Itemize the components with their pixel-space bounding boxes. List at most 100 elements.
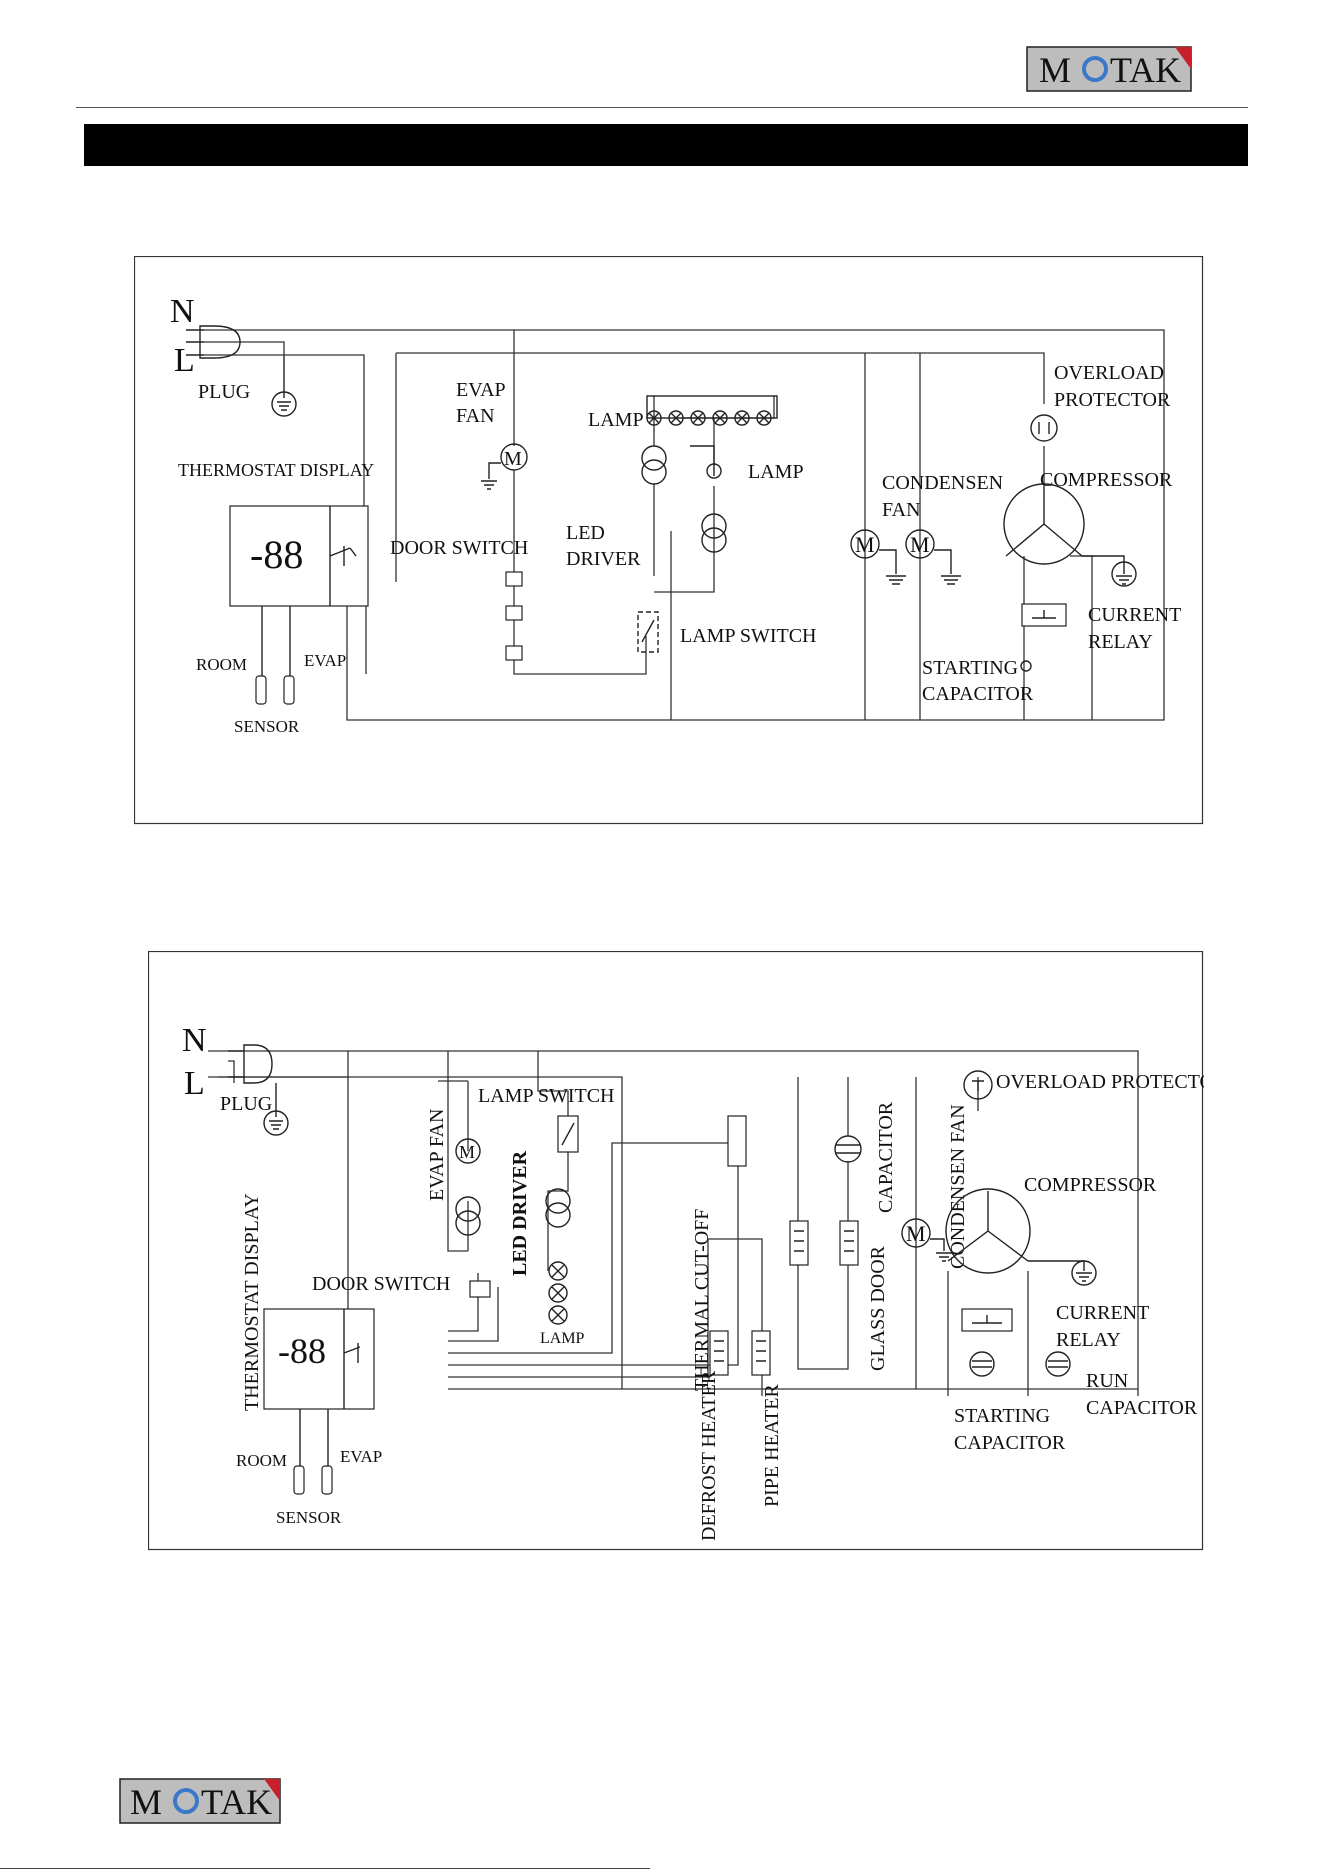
- header-rule: [76, 107, 1248, 108]
- pipe-heater-label: PIPE HEATER: [761, 1384, 783, 1507]
- diagram-2-heaters: [709, 1115, 859, 1376]
- door-switch-icon: [505, 571, 523, 587]
- diagram-2-evap-fan: [455, 1138, 481, 1236]
- overload-protector-icon-2: [963, 1070, 993, 1100]
- condensen-fan-label: FAN: [882, 499, 921, 521]
- lamp-icon-2: [548, 1261, 568, 1281]
- compressor-icon-2: [945, 1188, 1031, 1274]
- logo-accent-bottom: [264, 1779, 280, 1801]
- diagram-1-compressor: [1003, 414, 1137, 672]
- lamp-icon-2: [548, 1283, 568, 1303]
- starting-capacitor-label-2: CAPACITOR: [954, 1432, 1066, 1454]
- logo-tile: [1026, 46, 1192, 92]
- evap-fan-motor-m-2: M: [459, 1142, 475, 1162]
- overload-protector-label-2: OVERLOAD PROTECTOR: [996, 1071, 1204, 1093]
- overload-protector-icon: [1030, 414, 1058, 442]
- door-switch-icon-2: [469, 1280, 491, 1298]
- glass-door-label: GLASS DOOR: [867, 1245, 889, 1371]
- glass-door-heater-icon: [839, 1220, 859, 1266]
- diagram-2-plug: [228, 1044, 289, 1136]
- led-driver-label-2: LED DRIVER: [509, 1150, 531, 1276]
- condenser-fan-motor-icon-2: [901, 1218, 931, 1248]
- room-sensor-label: ROOM: [196, 655, 247, 674]
- mains-l-label-2: L: [184, 1065, 205, 1102]
- door-switch-icon: [505, 605, 523, 621]
- condenser-motor-m-2: M: [906, 1221, 926, 1246]
- capacitor-icon: [834, 1135, 862, 1163]
- ground-icon: [1071, 1260, 1097, 1286]
- run-label: RUN: [1086, 1370, 1128, 1392]
- thermostat-digits-2: -88: [278, 1331, 326, 1371]
- condensen-label: CONDENSEN: [882, 472, 1003, 494]
- compressor-label-2: COMPRESSOR: [1024, 1174, 1157, 1196]
- current-label-2: CURRENT: [1056, 1302, 1149, 1324]
- lamp-switch-label: LAMP SWITCH: [680, 625, 816, 647]
- led-driver-icon: [641, 445, 667, 471]
- condenser-fan-motor-icon: [850, 529, 880, 559]
- wiring-diagram-2: N L PLUG M EVAP FAN LAMP SWITCH LED DRIV…: [148, 951, 1204, 1551]
- run-capacitor-icon: [1045, 1351, 1071, 1377]
- ground-icon: [1111, 561, 1137, 587]
- evap-sensor-label-2: EVAP: [340, 1447, 382, 1466]
- mains-l-label: L: [174, 342, 195, 379]
- run-capacitor-label: CAPACITOR: [1086, 1397, 1198, 1419]
- wiring-diagram-1: N L PLUG -88 THERMOSTAT DISPLAY ROOM EVA…: [134, 256, 1204, 825]
- evap-fan-motor-icon: [455, 1138, 481, 1164]
- thermal-cutoff-icon: [727, 1115, 747, 1167]
- logo-text-m: M: [1039, 50, 1071, 90]
- condenser-motor-2-m: M: [910, 532, 930, 557]
- starting-label: STARTING: [922, 657, 1018, 679]
- room-sensor-label-2: ROOM: [236, 1451, 287, 1470]
- lamp-bank-label: LAMP: [588, 409, 644, 431]
- logo-accent: [1175, 47, 1191, 69]
- starting-capacitor-icon: [1020, 660, 1032, 672]
- logo-o-ring-bottom: [173, 1788, 199, 1814]
- led-driver-icon: [455, 1196, 481, 1222]
- diagram-2-door-switch: [469, 1280, 491, 1298]
- diagram-2-frame: [148, 951, 1204, 1551]
- capacitor-label: CAPACITOR: [922, 683, 1034, 705]
- condenser-fan-motor-icon: [905, 529, 935, 559]
- lamp-switch-icon: [637, 611, 659, 653]
- mains-n-label-2: N: [182, 1022, 207, 1059]
- evap-sensor-label: EVAP: [304, 651, 346, 670]
- diagram-1-plug: [186, 325, 297, 417]
- lamp-label-2: LAMP: [540, 1330, 585, 1347]
- evap-fan-motor-m: M: [504, 448, 522, 470]
- logo-top: M TAK: [1026, 46, 1192, 92]
- condenser-motor-1-m: M: [855, 532, 875, 557]
- evap-label: EVAP: [456, 379, 506, 401]
- overload-label: OVERLOAD: [1054, 362, 1164, 384]
- lamp-single-icon: [706, 463, 722, 479]
- thermostat-digits: -88: [250, 532, 303, 577]
- lamp-switch-label-2: LAMP SWITCH: [478, 1085, 614, 1107]
- protector-label: PROTECTOR: [1054, 389, 1171, 411]
- glass-door-heater-icon: [789, 1220, 809, 1266]
- diagram-1-door-switches: [505, 571, 523, 661]
- diagram-2-lamp-branch: [545, 1115, 579, 1325]
- lamp-single-label: LAMP: [748, 461, 804, 483]
- section-title-bar: [84, 124, 1248, 166]
- diagram-1-led-drivers: [637, 445, 727, 653]
- door-switch-label: DOOR SWITCH: [390, 537, 528, 559]
- mains-n-label: N: [170, 293, 195, 330]
- capacitor-label-2: CAPACITOR: [875, 1101, 897, 1213]
- compressor-icon: [1003, 483, 1085, 565]
- evap-fan-motor-icon: [500, 443, 528, 471]
- starting-label-2: STARTING: [954, 1405, 1050, 1427]
- logo-bottom: M TAK: [119, 1778, 281, 1824]
- logo-o-ring: [1082, 56, 1108, 82]
- current-label: CURRENT: [1088, 604, 1181, 626]
- condensen-fan-label-2: CONDENSEN FAN: [947, 1104, 969, 1269]
- diagram-2-condenser-fan: [901, 1218, 952, 1262]
- lamp-icon-2: [548, 1305, 568, 1325]
- diagram-1-frame: [134, 256, 1204, 825]
- relay-label: RELAY: [1088, 631, 1153, 653]
- pipe-heater-icon: [751, 1330, 771, 1376]
- evap-fan-label: FAN: [456, 405, 495, 427]
- sensor-label: SENSOR: [234, 717, 300, 736]
- thermostat-display-label-2: THERMOSTAT DISPLAY: [241, 1193, 263, 1411]
- diagram-2-compressor: [945, 1070, 1097, 1377]
- driver-label: DRIVER: [566, 548, 641, 570]
- compressor-label: COMPRESSOR: [1040, 469, 1173, 491]
